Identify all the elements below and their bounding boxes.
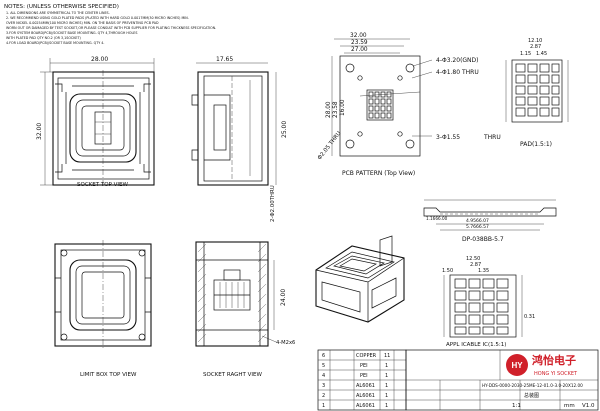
bom-no: 1 (322, 403, 325, 409)
bom-qty: 1 (385, 363, 388, 369)
pcb-diag-hole: Φ2.05 THRU (317, 131, 343, 162)
label-pad: PAD(1.5:1) (520, 141, 552, 148)
dim-side-width: 17.65 (216, 56, 233, 63)
unit: mm (564, 403, 575, 409)
pcb-hole-thru: 4-Φ1.80 THRU (436, 69, 479, 76)
label-dp: DP-038BB-5.7 (462, 236, 504, 243)
section-hatch (197, 243, 267, 343)
pcb-hole-small-thru: THRU (483, 134, 501, 141)
dp-dim-small: 1.1666.00 (426, 216, 448, 221)
pad-dim-w: 12.10 (528, 38, 542, 44)
dim-pcb-h1: 28.00 (326, 101, 332, 118)
dim-pcb-w3: 27.00 (351, 47, 368, 53)
label-socket-right-view: SOCKET RAGHT VIEW (203, 372, 262, 378)
scale: 1:1 (512, 403, 521, 409)
notes-block: NOTES: (UNLESS OTHERWISE SPECIFIED) 1. A… (4, 4, 216, 45)
label-socket-top-view: SOCKET TOP VIEW (77, 182, 128, 188)
note-line: 4.FOR LOAD BOARD(PCB)/SOCKET BASE MOUNTI… (6, 41, 104, 45)
pad-grid (515, 63, 560, 117)
bom-qty: 1 (385, 383, 388, 389)
note-line: WORN OUT OR DAMAGED BY TEST SOCKET,OR PL… (6, 26, 216, 30)
label-applicable-ic: APPL ICABLE IC(1.5:1) (446, 342, 506, 348)
dp-dim-len2: 5.7666.57 (466, 224, 489, 230)
dim-limit-height: 24.00 (280, 289, 287, 306)
limit-box-view: LIMIT BOX TOP VIEW (54, 240, 152, 378)
note-line: 3.FOR SYSTEM BOARD(PCB)/SOCKET BASE MOUN… (6, 31, 137, 35)
note-line: OVER NICKEL 0.00254MM(100 MICRO INCHES) … (6, 21, 159, 25)
socket-top-view: 28.00 32.00 SOCKET TOP VIEW (36, 56, 155, 188)
socket-right-view: 24.00 4-M2x6 SOCKET RAGHT VIEW (195, 241, 295, 378)
dim-top-height: 32.00 (36, 123, 43, 140)
logo-letters: HY (511, 361, 523, 370)
dim-pcb-w2: 23.59 (351, 40, 368, 46)
assembly-label: 总装图 (524, 392, 539, 399)
pcb-pad-grid (368, 91, 392, 119)
ic-dim-p4: 0.31 (524, 314, 535, 320)
pogo-pins (219, 282, 245, 308)
bom-no: 4 (322, 373, 325, 379)
title-block: HY 鸿怡电子 HONG YI SOCKET HY-DDS-0000-2030-… (405, 349, 599, 411)
bom-mat: AL6061 (356, 403, 375, 409)
version: V1.0 (582, 403, 595, 409)
bom-qty: 11 (384, 353, 390, 359)
bom-table: 6 COPPER 11 5 PEI 1 4 PEI 1 3 AL6061 1 2… (317, 349, 407, 411)
ic-dim-p3: 1.35 (478, 268, 489, 274)
applicable-ic-view: 12.50 2.87 1.50 1.35 0.31 APPL ICABLE IC… (442, 256, 535, 348)
ic-dim-p2: 1.50 (442, 268, 453, 274)
dim-pcb-h3: 16.00 (340, 99, 346, 116)
dp-dim-len1: 4.9566.07 (466, 218, 489, 224)
isometric-view (315, 235, 405, 323)
dim-pcb-h2: 23.58 (333, 101, 339, 118)
bom-no: 5 (322, 363, 325, 369)
bom-mat: COPPER (356, 353, 377, 359)
ic-ball-grid (454, 278, 509, 335)
note-line: 2. WE RECOMMEND USING GOLD PLATED PADS (… (6, 16, 189, 20)
bom-no: 2 (322, 393, 325, 399)
bom-qty: 1 (385, 403, 388, 409)
dp-profile-view: 1.1666.00 4.9566.07 5.7666.57 DP-038BB-5… (423, 199, 557, 243)
pad-dim-p1: 2.87 (530, 44, 541, 50)
part-number: HY-DDS-0000-2030-25ME-12-01.0-3.0-20X12.… (482, 383, 583, 388)
pcb-hole-gnd: 4-Φ3.20(GND) (436, 57, 479, 64)
bom-mat: PEI (360, 373, 368, 379)
pcb-pattern-view: 32.00 23.59 27.00 28.00 23.58 16.00 (317, 33, 501, 177)
pad-dim-p3: 1.45 (536, 51, 547, 57)
bom-mat: AL6061 (356, 393, 375, 399)
bom-no: 3 (322, 383, 325, 389)
dim-limit-thread: 4-M2x6 (276, 340, 295, 346)
ic-dim-w: 12.50 (466, 256, 480, 262)
company-name-cn: 鸿怡电子 (532, 353, 576, 367)
bom-no: 6 (322, 353, 325, 359)
socket-side-view: 17.65 25.00 2-Φ2.00THRU (191, 56, 288, 222)
pcb-hole-small: 3-Φ1.55 (436, 134, 460, 141)
bom-qty: 1 (385, 373, 388, 379)
ic-dim-p1: 2.87 (470, 262, 481, 268)
bom-mat: AL6061 (356, 383, 375, 389)
dim-side-height: 25.00 (281, 121, 288, 138)
company-name-en: HONG YI SOCKET (534, 371, 578, 377)
label-pcb-pattern: PCB PATTERN (Top View) (342, 170, 415, 177)
bom-qty: 1 (385, 393, 388, 399)
pad-dim-p2: 1.15 (520, 51, 531, 57)
label-limit-box: LIMIT BOX TOP VIEW (80, 372, 137, 378)
note-line: WITH PLATED PAD QTY NO.2 (OR 3,1SOCKET) (6, 36, 81, 40)
notes-title: NOTES: (UNLESS OTHERWISE SPECIFIED) (4, 4, 119, 10)
bom-mat: PEI (360, 363, 368, 369)
dim-top-width: 28.00 (91, 56, 108, 63)
company-logo: HY (506, 354, 528, 376)
pad-detail-view: 12.10 2.87 1.15 1.45 PAD(1.5:1) (505, 38, 569, 148)
note-line: 1. ALL DIMENSIONS ARE SYMMETRICAL TO THE… (6, 11, 110, 15)
dim-pcb-w1: 32.00 (350, 33, 367, 39)
dim-side-hole: 2-Φ2.00THRU (270, 185, 276, 222)
